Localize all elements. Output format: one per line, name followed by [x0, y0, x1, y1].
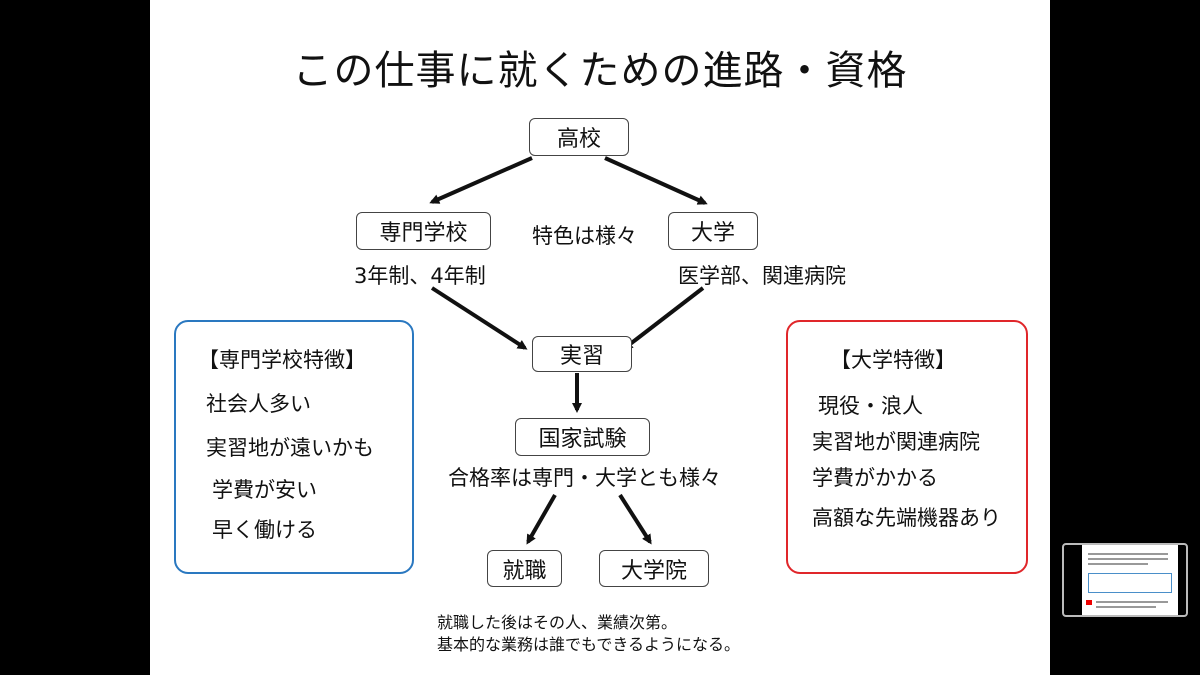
arrow-highschool-to-vocational: [429, 156, 533, 204]
footer-line-2: 基本的な業務は誰でもできるようになる。: [437, 635, 741, 654]
university-features-panel: 【大学特徴】 現役・浪人 実習地が関連病院 学費がかかる 高額な先端機器あり: [786, 320, 1028, 574]
arrow-exam-to-employment: [526, 494, 557, 545]
node-high-school: 高校: [529, 118, 629, 156]
vocational-features-panel: 【専門学校特徴】 社会人多い 実習地が遠いかも 学費が安い 早く働ける: [174, 320, 414, 574]
footer-line-1: 就職した後はその人、業績次第。: [437, 613, 678, 632]
vocational-feature-item: 社会人多い: [206, 392, 311, 416]
vocational-feature-item: 早く働ける: [212, 518, 317, 542]
annotation-pass-rate: 合格率は専門・大学とも様々: [448, 466, 721, 490]
university-feature-item: 学費がかかる: [812, 466, 938, 490]
vocational-features-heading: 【専門学校特徴】: [198, 348, 366, 372]
arrow-university-to-practicum: [622, 286, 705, 350]
vocational-feature-item: 実習地が遠いかも: [206, 436, 374, 460]
university-feature-item: 現役・浪人: [818, 394, 923, 418]
annotation-features-vary: 特色は様々: [532, 224, 637, 248]
node-university: 大学: [668, 212, 758, 250]
arrow-vocational-to-practicum: [430, 286, 528, 350]
annotation-university-detail: 医学部、関連病院: [678, 264, 846, 288]
slide-title: この仕事に就くための進路・資格: [292, 48, 908, 94]
vocational-feature-item: 学費が安い: [212, 478, 317, 502]
node-practicum: 実習: [532, 336, 632, 372]
annotation-vocational-years: 3年制、4年制: [354, 264, 486, 288]
node-national-exam: 国家試験: [515, 418, 650, 456]
arrow-exam-to-graduate: [618, 493, 652, 545]
node-vocational-school: 専門学校: [356, 212, 491, 250]
university-feature-item: 高額な先端機器あり: [812, 506, 1001, 530]
university-features-heading: 【大学特徴】: [830, 348, 956, 372]
slide-thumbnail[interactable]: [1062, 543, 1188, 617]
node-employment: 就職: [487, 550, 562, 587]
node-graduate-school: 大学院: [599, 550, 709, 587]
arrow-highschool-to-university: [604, 156, 708, 205]
slide: この仕事に就くための進路・資格 高校 専門学校 大学 実習 国家試験 就職 大学…: [150, 0, 1050, 675]
footer-note: 就職した後はその人、業績次第。 基本的な業務は誰でもできるようになる。: [437, 612, 740, 656]
university-feature-item: 実習地が関連病院: [812, 430, 980, 454]
arrow-icon: [1086, 600, 1092, 605]
flow-arrows: [429, 156, 708, 545]
